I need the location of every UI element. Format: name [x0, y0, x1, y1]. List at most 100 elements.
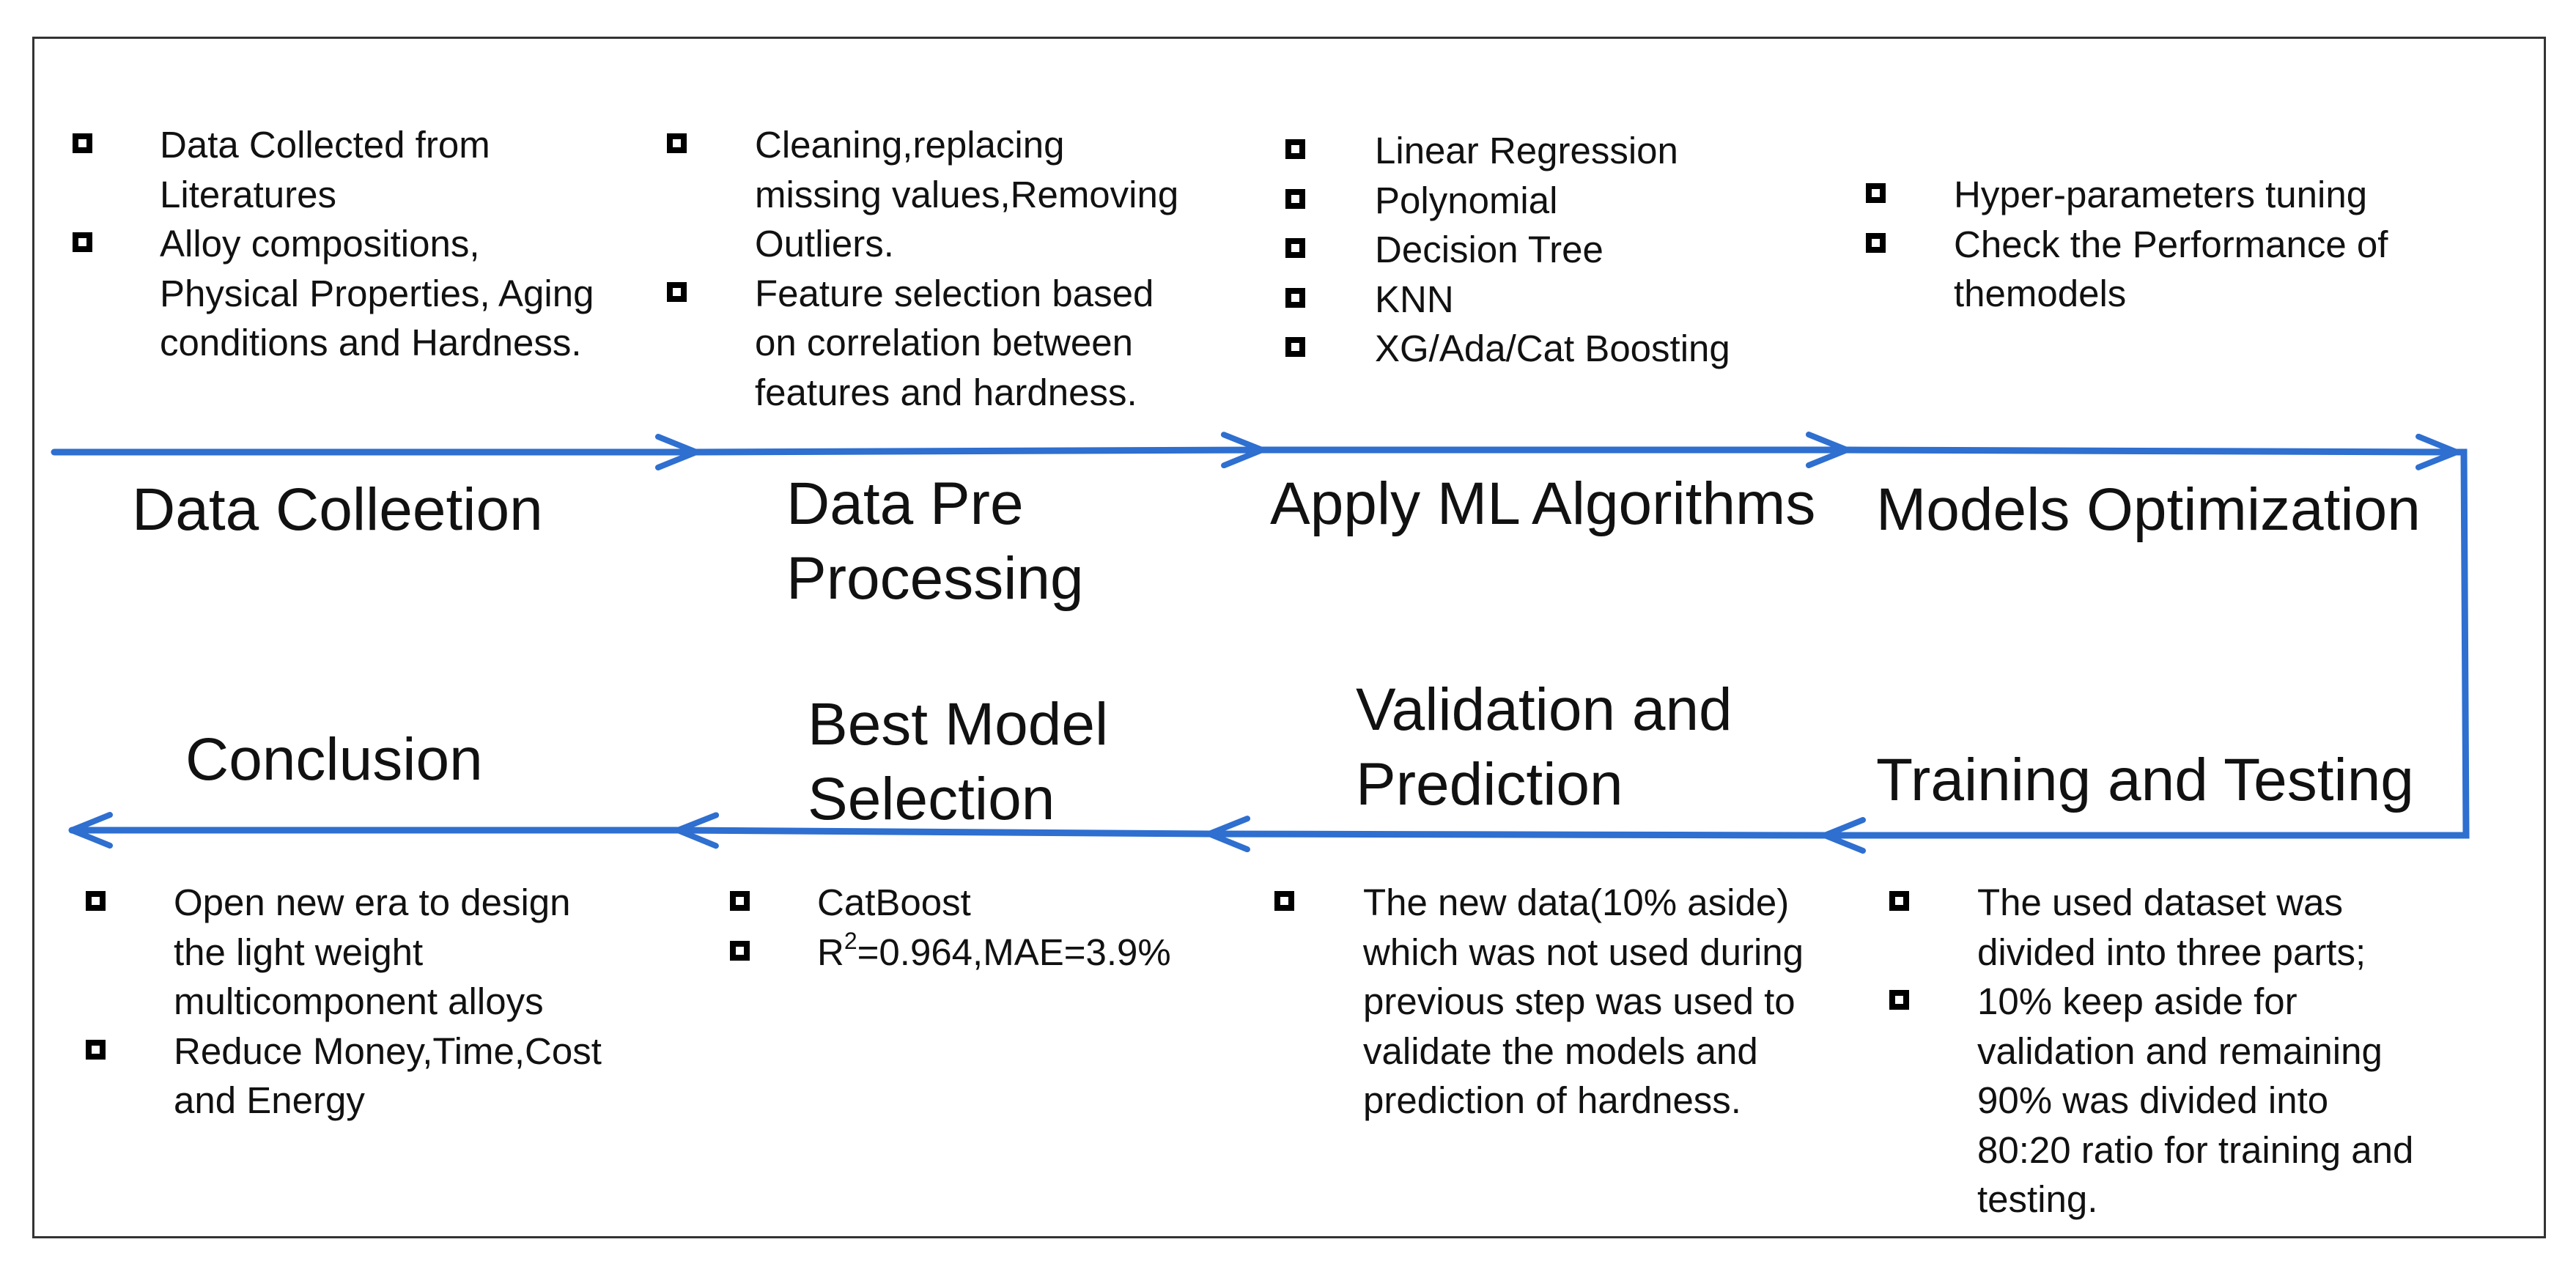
bullet-item: Linear Regression — [1285, 126, 1730, 176]
bullet-line: Outliers. — [755, 223, 894, 265]
bullets-data-collection: Data Collected from Literatures Alloy co… — [73, 120, 594, 368]
stage-title: Apply ML Algorithms — [1270, 470, 1816, 537]
metric-line: R2=0.964,MAE=3.9% — [817, 928, 1171, 977]
bullet-item: CatBoost — [730, 878, 1171, 928]
stage-best-model-selection: Best Model Selection — [808, 687, 1108, 837]
bullet-item: Open new era to design the light weight … — [86, 878, 602, 1027]
bullet-line: validation and remaining — [1977, 1030, 2383, 1072]
bullet-item: The new data(10% aside) which was not us… — [1274, 878, 1804, 1126]
bullet-line: themodels — [1954, 273, 2127, 314]
stage-apply-ml: Apply ML Algorithms — [1270, 467, 1815, 542]
square-bullet-icon — [730, 891, 750, 911]
stage-training-testing: Training and Testing — [1876, 743, 2414, 818]
stage-title: Training and Testing — [1876, 747, 2414, 813]
bullet-line: divided into three parts; — [1977, 931, 2366, 973]
bullet-line: missing values,Removing — [755, 173, 1179, 215]
arrow-optimization-end — [1843, 433, 2460, 470]
square-bullet-icon — [1285, 238, 1305, 258]
stage-title-line1: Best Model — [808, 691, 1109, 758]
square-bullet-icon — [1274, 891, 1294, 911]
square-bullet-icon — [73, 133, 92, 153]
bullet-line: Hyper-parameters tuning — [1954, 174, 2368, 215]
square-bullet-icon — [730, 940, 750, 961]
bullet-item: Alloy compositions, Physical Properties,… — [73, 219, 594, 368]
bullet-line: and Energy — [174, 1079, 365, 1121]
square-bullet-icon — [667, 281, 687, 302]
stage-title: Models Optimization — [1876, 476, 2421, 543]
square-bullet-icon — [73, 232, 92, 252]
square-bullet-icon — [667, 133, 687, 153]
bullet-line: Decision Tree — [1375, 229, 1603, 270]
square-bullet-icon — [86, 891, 106, 911]
stage-title: Data Colleetion — [132, 476, 543, 543]
bullet-line: multicomponent alloys — [174, 980, 544, 1022]
bullet-line: The new data(10% aside) — [1363, 882, 1790, 923]
bullet-line: testing. — [1977, 1178, 2098, 1220]
bullet-line: Data Collected from — [160, 124, 490, 166]
arrow-preprocessing-to-ml — [693, 432, 1266, 469]
square-bullet-icon — [1285, 287, 1305, 308]
bullet-line: XG/Ada/Cat Boosting — [1375, 328, 1730, 369]
square-bullet-icon — [1889, 990, 1909, 1010]
bullet-line: Physical Properties, Aging — [160, 272, 594, 314]
square-bullet-icon — [1866, 183, 1886, 203]
bullet-line: validate the models and — [1363, 1030, 1758, 1072]
bullet-item: 10% keep aside for validation and remain… — [1889, 977, 2414, 1224]
bullet-line: Alloy compositions, — [160, 223, 480, 265]
bullet-line: Check the Performance of — [1954, 223, 2388, 265]
bullet-line: Cleaning,replacing — [755, 124, 1065, 166]
diagram-frame — [32, 37, 2546, 1238]
stage-data-preprocessing: Data Pre Processing — [786, 467, 1084, 616]
stage-title-line2: Selection — [808, 766, 1055, 832]
bullet-item: Hyper-parameters tuning — [1866, 170, 2388, 220]
bullet-line: the light weight — [174, 931, 424, 973]
bullet-line: features and hardness. — [755, 371, 1137, 413]
stage-title: Conclusion — [185, 726, 483, 793]
bullets-data-preprocessing: Cleaning,replacing missing values,Removi… — [667, 120, 1179, 418]
bullets-models-optimization: Hyper-parameters tuning Check the Perfor… — [1866, 170, 2388, 319]
stage-title-line1: Data Pre — [786, 470, 1024, 537]
stage-validation-prediction: Validation and Prediction — [1356, 673, 1732, 822]
arrow-connector-right — [2453, 448, 2470, 839]
bullets-conclusion: Open new era to design the light weight … — [86, 878, 602, 1126]
bullet-line: CatBoost — [817, 882, 971, 923]
bullet-line: Feature selection based — [755, 272, 1154, 314]
bullet-line: The used dataset was — [1977, 882, 2343, 923]
metric-symbol: R — [817, 931, 844, 973]
bullets-apply-ml: Linear Regression Polynomial Decision Tr… — [1285, 126, 1730, 374]
bullet-line: Linear Regression — [1375, 130, 1678, 171]
bullet-line: 80:20 ratio for training and — [1977, 1128, 2414, 1171]
bullets-training-testing: The used dataset was divided into three … — [1889, 878, 2414, 1224]
bullets-best-model: CatBoost R2=0.964,MAE=3.9% — [730, 878, 1171, 977]
bullet-line: KNN — [1375, 278, 1454, 320]
bullet-line: 10% keep aside for — [1977, 980, 2298, 1022]
bullet-line: conditions and Hardness. — [160, 322, 582, 363]
square-bullet-icon — [1285, 139, 1305, 159]
bullet-item: Data Collected from Literatures — [73, 120, 594, 219]
bullet-item: Check the Performance of themodels — [1866, 220, 2388, 319]
bullet-line: previous step was used to — [1363, 980, 1796, 1022]
bullet-item: Decision Tree — [1285, 225, 1730, 275]
bullet-line: on correlation between — [755, 322, 1134, 363]
square-bullet-icon — [1285, 188, 1305, 209]
stage-title-line2: Prediction — [1356, 751, 1623, 818]
stage-data-collection: Data Colleetion — [132, 473, 543, 547]
bullet-line: Reduce Money,Time,Cost — [174, 1030, 602, 1072]
bullet-line: Polynomial — [1375, 179, 1558, 221]
square-bullet-icon — [86, 1039, 106, 1060]
bullet-item: R2=0.964,MAE=3.9% — [730, 928, 1171, 977]
bullet-item: Cleaning,replacing missing values,Removi… — [667, 120, 1179, 269]
bullet-line: Literatures — [160, 173, 336, 215]
bullet-item: Feature selection based on correlation b… — [667, 269, 1178, 418]
square-bullet-icon — [1866, 232, 1886, 253]
metric-values: =0.964,MAE=3.9% — [857, 931, 1171, 973]
bullets-validation-prediction: The new data(10% aside) which was not us… — [1274, 878, 1804, 1126]
stage-conclusion: Conclusion — [185, 722, 483, 797]
bullet-item: Reduce Money,Time,Cost and Energy — [86, 1027, 602, 1126]
arrow-best-model-to-conclusion — [674, 812, 1213, 849]
square-bullet-icon — [1285, 337, 1305, 357]
bullet-item: XG/Ada/Cat Boosting — [1285, 324, 1730, 374]
bullet-line: prediction of hardness. — [1363, 1079, 1741, 1121]
bullet-item: KNN — [1285, 275, 1730, 325]
